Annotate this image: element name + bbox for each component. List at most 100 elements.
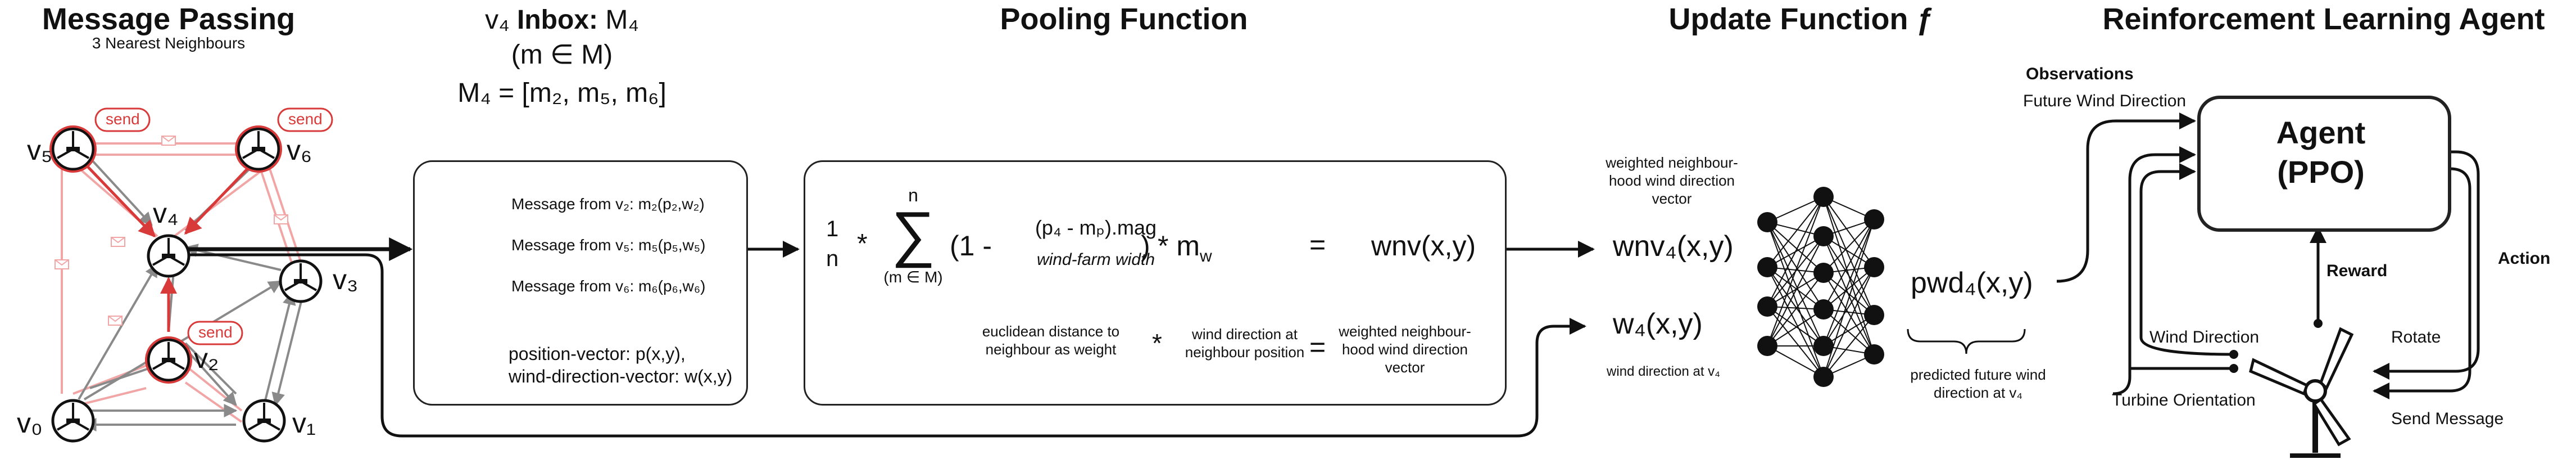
weighted-line1: weighted neighbour- <box>1339 323 1471 340</box>
nn-connection <box>1823 236 1875 316</box>
inbox-box <box>413 160 748 406</box>
wnv-caption-line3: vector <box>1652 190 1692 207</box>
nn-neuron <box>1864 344 1884 364</box>
formula-close-paren: ) <box>1141 230 1150 262</box>
message-passing-title: Message Passing <box>42 2 296 36</box>
position-vector-label: position-vector: p(x,y), <box>509 344 686 364</box>
nn-connection <box>1767 236 1824 346</box>
graph-nodes <box>49 107 333 441</box>
nn-connection <box>1767 306 1824 377</box>
nn-connection <box>1767 306 1824 346</box>
wind-at-line2: neighbour position <box>1185 344 1305 361</box>
formula-numerator: (p₄ - mₚ).mag <box>1035 216 1157 239</box>
w4-label: w₄(x,y) <box>1613 308 1703 340</box>
nn-connection <box>1767 272 1824 307</box>
inbox-title-suffix: M₄ <box>605 5 639 35</box>
nn-connection <box>1767 267 1824 377</box>
nn-neuron <box>1864 257 1884 277</box>
nn-connection <box>1823 196 1875 268</box>
node-v3: v₃ <box>333 264 359 295</box>
nn-connection <box>1767 309 1824 346</box>
formula-equals: = <box>1309 229 1326 260</box>
nn-connection <box>1767 196 1824 223</box>
nn-connection <box>1823 267 1875 310</box>
nn-neuron <box>1757 336 1777 356</box>
nn-connection <box>1767 222 1824 273</box>
graph-edges <box>55 136 305 431</box>
wnv-caption-line2: hood wind direction <box>1608 172 1735 189</box>
wind-at-line1: wind direction at <box>1192 326 1298 343</box>
pooling-title: Pooling Function <box>1000 2 1248 36</box>
formula-weight-m: * m <box>1158 230 1200 262</box>
nn-connection <box>1823 267 1875 377</box>
formula-open-paren: (1 - <box>950 230 992 262</box>
nn-connection <box>1823 219 1875 310</box>
agent-label: Agent <box>2276 115 2366 150</box>
message-passing-subtitle: 3 Nearest Neighbours <box>92 34 246 52</box>
message-from-v6: Message from v₆: m₆(p₆,w₆) <box>511 277 706 295</box>
formula-weight-term: * mw <box>1158 231 1212 266</box>
action-label: Action <box>2498 249 2551 268</box>
formula-sum-symbol: ∑ <box>891 199 936 268</box>
send-message-label: Send Message <box>2391 410 2504 428</box>
nn-connection <box>1767 267 1824 346</box>
nn-neuron <box>1757 257 1777 277</box>
node-v1: v₁ <box>292 407 316 439</box>
nn-connection <box>1767 345 1824 377</box>
nn-connection <box>1823 219 1875 273</box>
nn-connection <box>1823 272 1875 316</box>
nn-connection <box>1823 314 1875 377</box>
nn-connection <box>1767 196 1824 346</box>
send-badge-v5: send <box>106 110 140 128</box>
nn-neuron <box>1813 187 1834 207</box>
nn-neuron <box>1813 299 1834 320</box>
formula-sum-bottom: (m ∈ M) <box>883 268 943 286</box>
formula-star: * <box>1152 328 1162 358</box>
pwd-caption-line1: predicted future wind <box>1910 366 2046 383</box>
inbox-title: v₄ Inbox: M₄ <box>485 5 639 35</box>
node-v0: v₀ <box>17 407 43 439</box>
nn-connection <box>1823 267 1875 346</box>
send-badge-v6: send <box>288 110 323 128</box>
node-v5: v₅ <box>27 134 53 166</box>
nn-connection <box>1767 222 1824 346</box>
nn-connection <box>1767 222 1824 310</box>
nn-connection <box>1767 267 1824 310</box>
nn-neuron <box>1813 263 1834 283</box>
weighted-line2: hood wind direction <box>1341 341 1468 358</box>
nn-connection <box>1823 196 1875 316</box>
pooling-box <box>804 160 1507 406</box>
reward-label: Reward <box>2326 262 2388 280</box>
future-wind-label: Future Wind Direction <box>2023 92 2187 110</box>
nn-neuron <box>1813 336 1834 356</box>
inbox-title-bold: Inbox: <box>517 5 598 35</box>
nn-neuron <box>1864 305 1884 325</box>
formula-equals2: = <box>1309 331 1326 363</box>
nn-connection <box>1767 196 1824 307</box>
rl-title: Reinforcement Learning Agent <box>2102 2 2545 36</box>
agent-box <box>2197 96 2451 232</box>
nn-connection <box>1767 222 1824 377</box>
formula-sum-top: n <box>908 185 918 205</box>
rl-loop <box>2056 112 2480 458</box>
update-title: Update Function ƒ <box>1668 2 1934 36</box>
message-from-v5: Message from v₅: m₅(p₅,w₅) <box>511 236 706 254</box>
nn-neuron <box>1813 367 1834 387</box>
formula-denominator: wind-farm width <box>1036 250 1155 269</box>
formula-times: * <box>857 229 868 259</box>
formula-frac-den: n <box>826 246 839 271</box>
nn-neuron <box>1757 296 1777 317</box>
node-v6: v₆ <box>287 134 312 166</box>
w4-caption: wind direction at v₄ <box>1607 364 1720 379</box>
nn-neuron <box>1813 226 1834 246</box>
formula-result: wnv(x,y) <box>1371 230 1476 262</box>
nn-connection <box>1823 219 1875 346</box>
nn-connection <box>1767 196 1824 268</box>
nn-connection <box>1767 272 1824 346</box>
nn-connection <box>1823 272 1875 355</box>
agent-ppo-label: (PPO) <box>2277 154 2365 190</box>
observations-label: Observations <box>2026 65 2134 83</box>
inbox-title-prefix: v₄ <box>485 5 510 35</box>
